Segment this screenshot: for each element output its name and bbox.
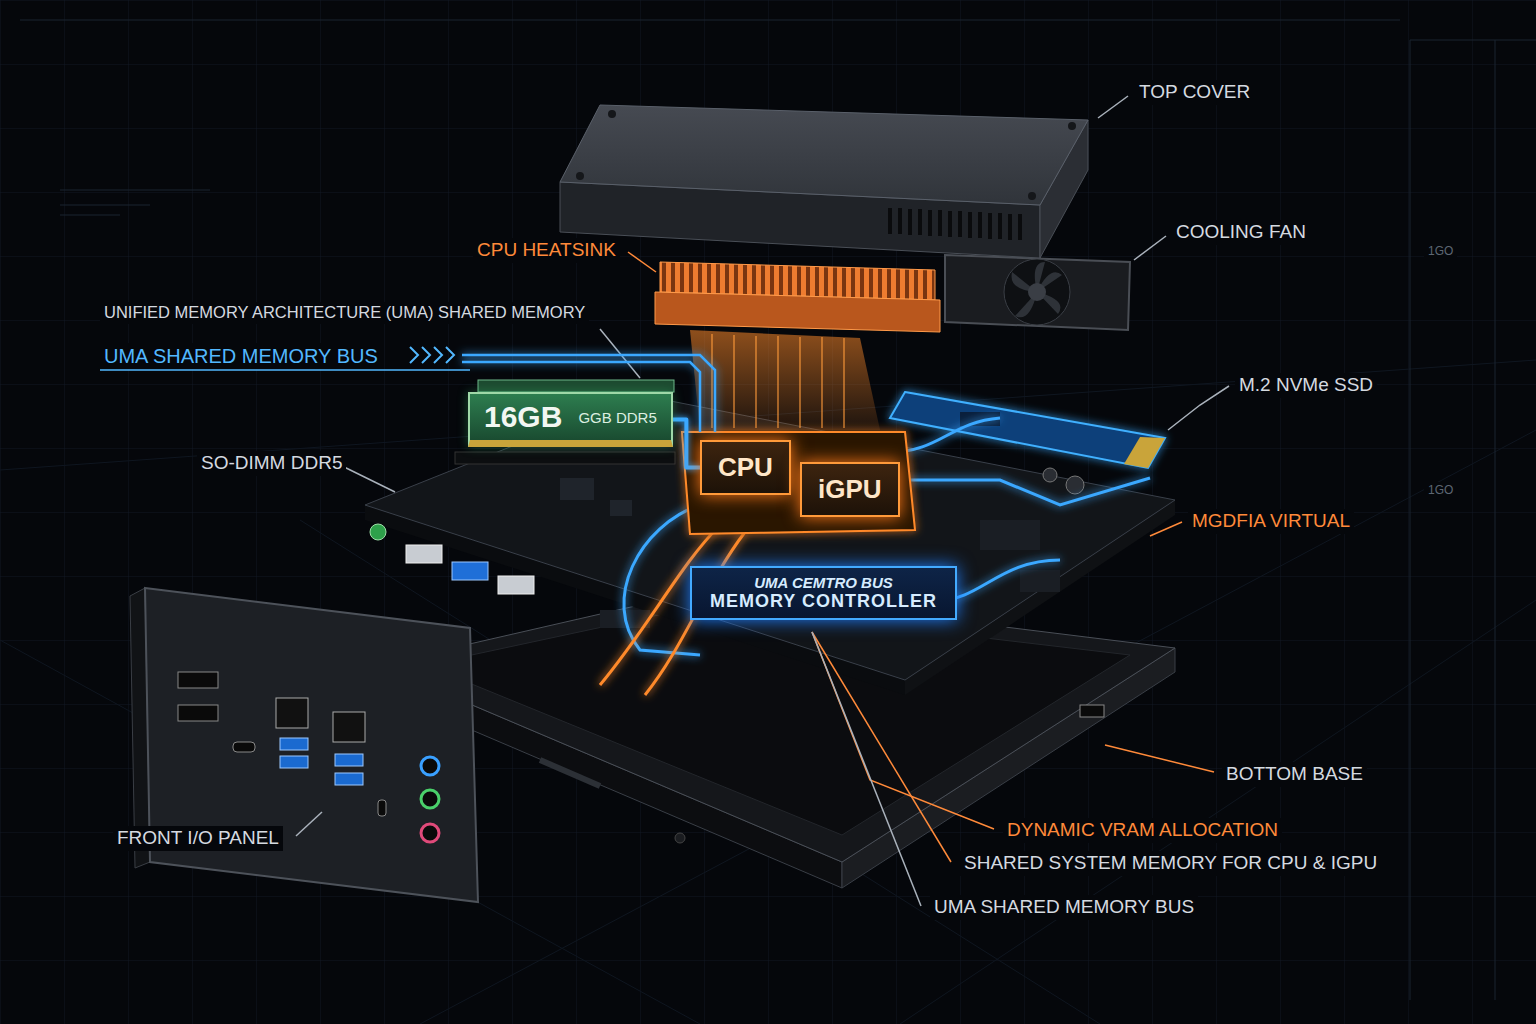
fan-hub: [1028, 283, 1046, 301]
part-label: 1GO: [1424, 482, 1457, 498]
board-capacitor: [1043, 468, 1057, 482]
fan-blades: [1012, 262, 1062, 317]
leader-line: [1105, 745, 1214, 772]
part-label: CPU HEATSINK: [473, 238, 620, 263]
node-text: GGB DDR5: [578, 409, 656, 426]
memory-module: 16GB GGB DDR5: [468, 392, 673, 447]
part-label: FRONT I/O PANEL: [113, 826, 283, 851]
bus-trace: [905, 478, 1150, 505]
usb-port: [280, 738, 308, 750]
leader-line: [1150, 522, 1182, 536]
base-button: [675, 833, 685, 843]
leader-line: [296, 812, 322, 836]
part-label: MGDFIA VIRTUAL: [1188, 509, 1354, 534]
base-port: [1080, 705, 1104, 717]
part-label: SHARED SYSTEM MEMORY FOR CPU & IGPU: [960, 851, 1381, 876]
screw-hole: [608, 110, 616, 118]
node-text: CPU: [718, 452, 773, 483]
ssd-connector: [1124, 437, 1165, 468]
base-slot: [540, 760, 600, 786]
top-cover: [560, 105, 1088, 205]
bus-trace: [940, 560, 1060, 600]
leader-line: [1134, 236, 1166, 260]
screw-hole: [1068, 122, 1076, 130]
cooling-fan: [945, 255, 1130, 330]
part-label: UMA SHARED MEMORY BUS: [930, 895, 1198, 920]
bus-connector: [673, 420, 700, 468]
usb-port: [280, 756, 308, 768]
node-text: UMA CEMTRO BUS: [710, 574, 937, 591]
screw-hole: [1028, 192, 1036, 200]
audio-jack: [421, 824, 439, 842]
usb-port: [335, 773, 363, 785]
memory-module-back: [478, 380, 674, 392]
usb-port: [406, 545, 442, 563]
audio-jack: [421, 757, 439, 775]
chip-package: [682, 432, 915, 534]
part-label: 1GO: [1424, 243, 1457, 259]
part-label: COOLING FAN: [1172, 220, 1310, 245]
heatsink-base: [655, 292, 940, 332]
board-chip: [560, 478, 594, 500]
usb-port: [452, 562, 488, 580]
part-label: UNIFIED MEMORY ARCHITECTURE (UMA) SHARED…: [100, 302, 589, 324]
leader-line: [812, 632, 921, 906]
fan-ring: [1004, 259, 1070, 325]
cover-vents: [890, 208, 1020, 240]
node-text: MEMORY CONTROLLER: [710, 591, 937, 612]
screw-hole: [576, 172, 584, 180]
part-label: SO-DIMM DDR5: [197, 451, 346, 476]
cpu-die: CPU: [700, 440, 791, 495]
igpu-die: iGPU: [800, 462, 900, 517]
frame-lines: [20, 20, 1536, 1000]
bus-connector: [848, 517, 852, 566]
part-label: M.2 NVMe SSD: [1235, 373, 1377, 398]
front-io-panel: [145, 588, 478, 902]
leader-line: [1168, 386, 1229, 430]
leader-line: [338, 464, 395, 492]
node-text: 16GB: [484, 400, 562, 434]
board-capacitor: [1066, 476, 1084, 494]
audio-jack: [421, 790, 439, 808]
leader-line: [812, 632, 951, 862]
part-label: DYNAMIC VRAM ALLOCATION: [1003, 818, 1282, 843]
leader-line: [628, 252, 656, 272]
underline: [100, 369, 470, 371]
memory-controller: UMA CEMTRO BUSMEMORY CONTROLLER: [690, 566, 957, 620]
perspective-lines: [0, 360, 1536, 1024]
part-label: TOP COVER: [1135, 80, 1254, 105]
part-label: BOTTOM BASE: [1222, 762, 1367, 787]
bus-connector: [743, 495, 747, 566]
usb-c-port: [378, 800, 386, 816]
usb-port: [335, 754, 363, 766]
lan-port: [333, 712, 365, 742]
board-chip: [1020, 570, 1060, 592]
hdmi-port: [178, 672, 218, 688]
leader-line: [600, 329, 640, 378]
memory-slot: [455, 452, 675, 464]
node-text: iGPU: [818, 474, 882, 505]
nvme-ssd: [890, 392, 1165, 468]
lan-port: [276, 698, 308, 728]
chevron-arrows: [410, 347, 454, 363]
board-chip: [980, 520, 1040, 550]
heat-glow: [690, 330, 880, 430]
part-label: UMA SHARED MEMORY BUS: [100, 343, 382, 369]
leader-line: [812, 632, 994, 829]
power-jack: [370, 524, 386, 540]
usb-c-port: [233, 742, 255, 752]
heat-beams: [712, 334, 844, 428]
leader-line: [1098, 96, 1128, 118]
hdmi-port: [178, 705, 218, 721]
usb-port: [498, 576, 534, 594]
board-chip: [610, 500, 632, 516]
